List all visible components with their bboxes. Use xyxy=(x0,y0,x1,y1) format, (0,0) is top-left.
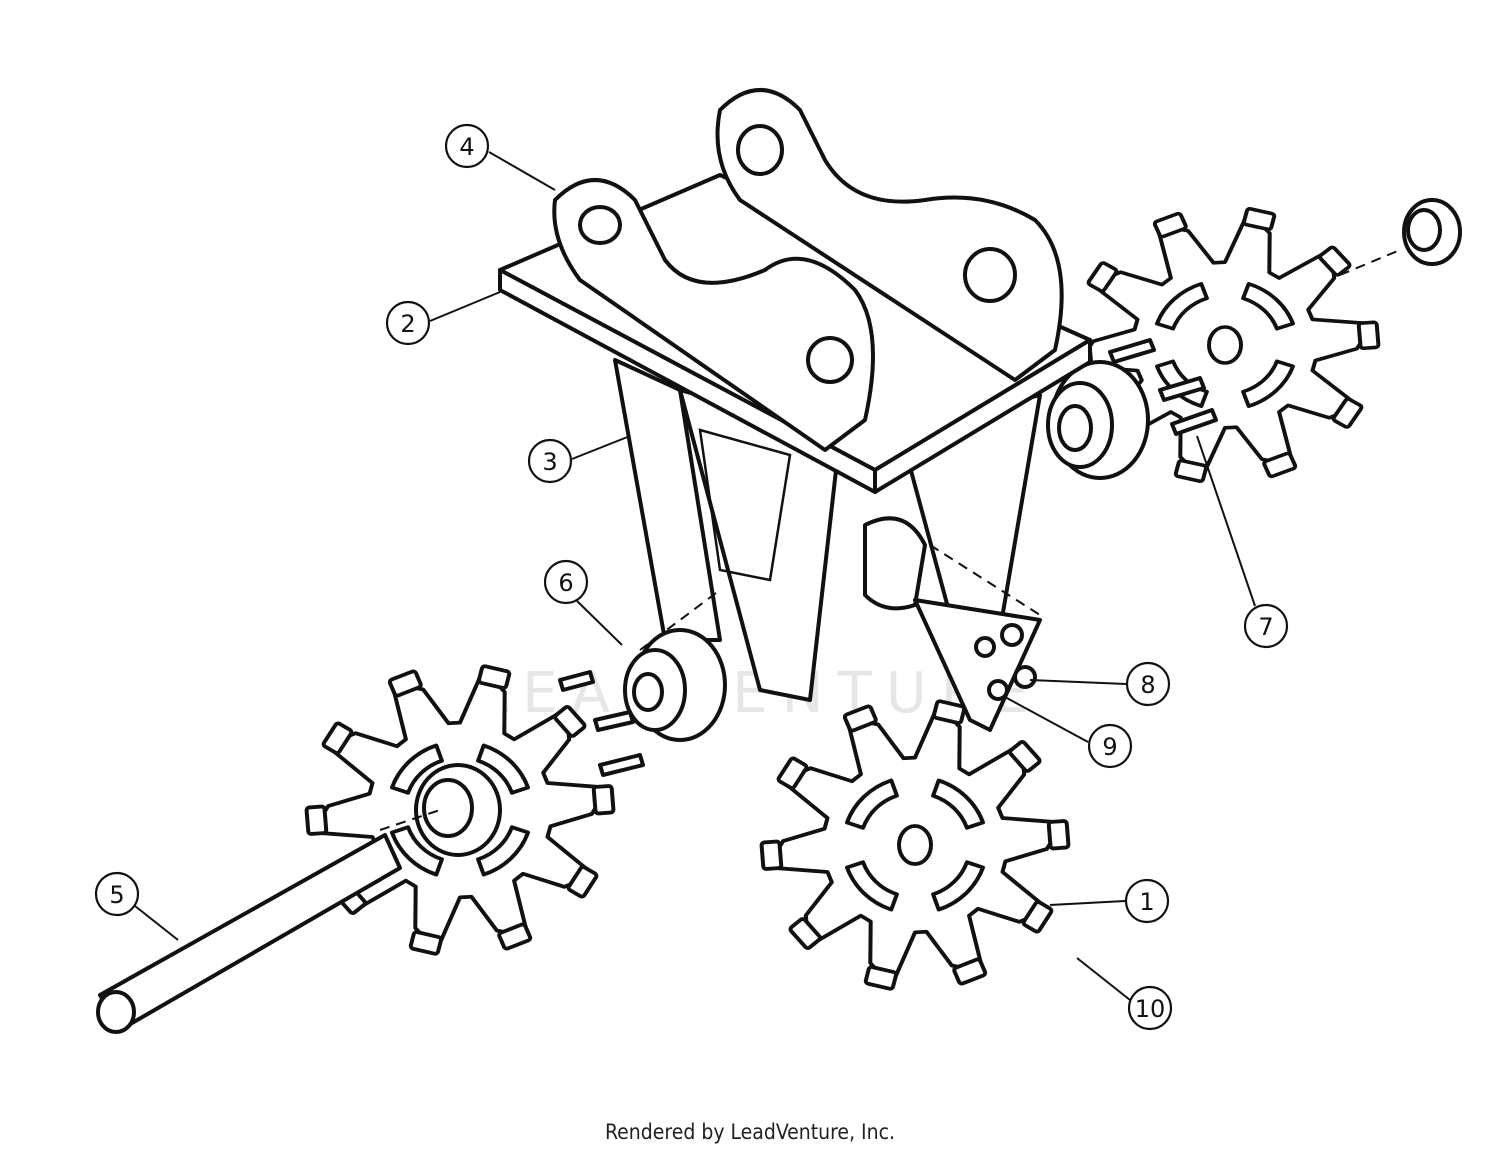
callout-leader xyxy=(1076,957,1131,1001)
front-seal-ring xyxy=(414,763,502,857)
callout-number: 9 xyxy=(1102,733,1117,761)
callout-number: 1 xyxy=(1139,888,1154,916)
callout-1: 1 xyxy=(1049,878,1170,924)
callout-circle xyxy=(1127,985,1173,1031)
callout-5: 5 xyxy=(94,871,179,941)
callout-leader xyxy=(429,291,501,322)
callout-number: 6 xyxy=(558,569,573,597)
callout-circle xyxy=(543,559,589,605)
callout-number: 10 xyxy=(1135,995,1166,1023)
callout-leader xyxy=(1029,679,1127,685)
callout-7: 7 xyxy=(1196,435,1289,649)
callout-10: 10 xyxy=(1076,957,1173,1031)
callout-circle xyxy=(444,123,490,169)
callout-circle xyxy=(1087,723,1133,769)
callout-circle xyxy=(1124,878,1170,924)
callout-circle xyxy=(1125,661,1171,707)
callout-circle xyxy=(94,871,140,917)
callout-leader xyxy=(1196,435,1256,607)
callout-6: 6 xyxy=(543,559,623,646)
callout-leader xyxy=(571,435,631,460)
callout-leader xyxy=(488,151,556,191)
axle-shaft xyxy=(96,833,402,1034)
callout-circle xyxy=(527,438,573,484)
callout-9: 9 xyxy=(1004,696,1133,769)
callout-number: 8 xyxy=(1140,671,1155,699)
callout-number: 5 xyxy=(109,881,124,909)
callout-8: 8 xyxy=(1029,661,1171,707)
mounting-bracket xyxy=(552,88,1064,452)
callout-leader xyxy=(134,905,179,941)
tine-wheel-right xyxy=(759,699,1071,991)
callout-3: 3 xyxy=(527,435,631,484)
rear-seal-ring xyxy=(1402,198,1462,266)
callout-4: 4 xyxy=(444,123,556,191)
callout-leader xyxy=(1004,696,1089,743)
front-hub xyxy=(558,628,727,777)
callout-circle xyxy=(1243,603,1289,649)
callout-number: 2 xyxy=(400,310,415,338)
callout-number: 7 xyxy=(1258,613,1273,641)
callout-circle xyxy=(385,300,431,346)
callout-leader xyxy=(576,600,623,646)
callout-leader xyxy=(1049,900,1126,906)
callouts: 1 2 3 4 5 6 7 8 9 10 xyxy=(94,123,1289,1031)
footer-credit: Rendered by LeadVenture, Inc. xyxy=(605,1120,895,1144)
callout-number: 3 xyxy=(542,448,557,476)
callout-number: 4 xyxy=(459,133,474,161)
nuts-washers xyxy=(974,623,1037,701)
frame-legs xyxy=(613,358,1042,732)
rear-hub xyxy=(1046,338,1218,480)
callout-2: 2 xyxy=(385,291,501,346)
